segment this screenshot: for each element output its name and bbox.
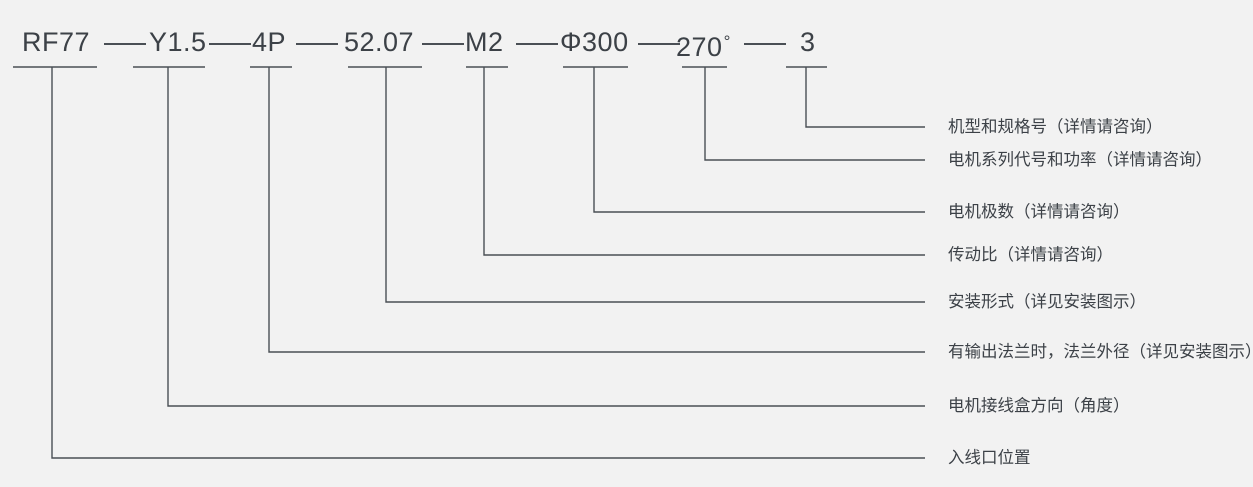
label-transmission-ratio: 传动比（详情请咨询） (948, 245, 1113, 264)
label-flange-outer-diameter: 有输出法兰时，法兰外径（详见安装图示） (948, 342, 1253, 361)
label-motor-pole-number: 电机极数（详情请咨询） (948, 202, 1130, 221)
leader-line-mounting-form (348, 66, 925, 303)
label-terminal-box-direction: 电机接线盒方向（角度） (948, 396, 1130, 415)
leader-line-terminal-box-direction (133, 66, 925, 407)
label-motor-series-power: 电机系列代号和功率（详情请咨询） (948, 150, 1212, 169)
leader-line-motor-pole-number (563, 66, 925, 213)
leader-line-cable-entry-position (13, 66, 925, 459)
label-cable-entry-position: 入线口位置 (948, 448, 1031, 467)
leader-line-transmission-ratio (466, 66, 925, 256)
leader-line-motor-series-power (682, 66, 925, 161)
leader-line-flange-outer-diameter (250, 66, 925, 353)
leader-line-model-and-size-code (786, 66, 925, 128)
label-model-and-size-code: 机型和规格号（详情请咨询） (948, 117, 1163, 136)
label-mounting-form: 安装形式（详见安装图示） (948, 292, 1146, 311)
